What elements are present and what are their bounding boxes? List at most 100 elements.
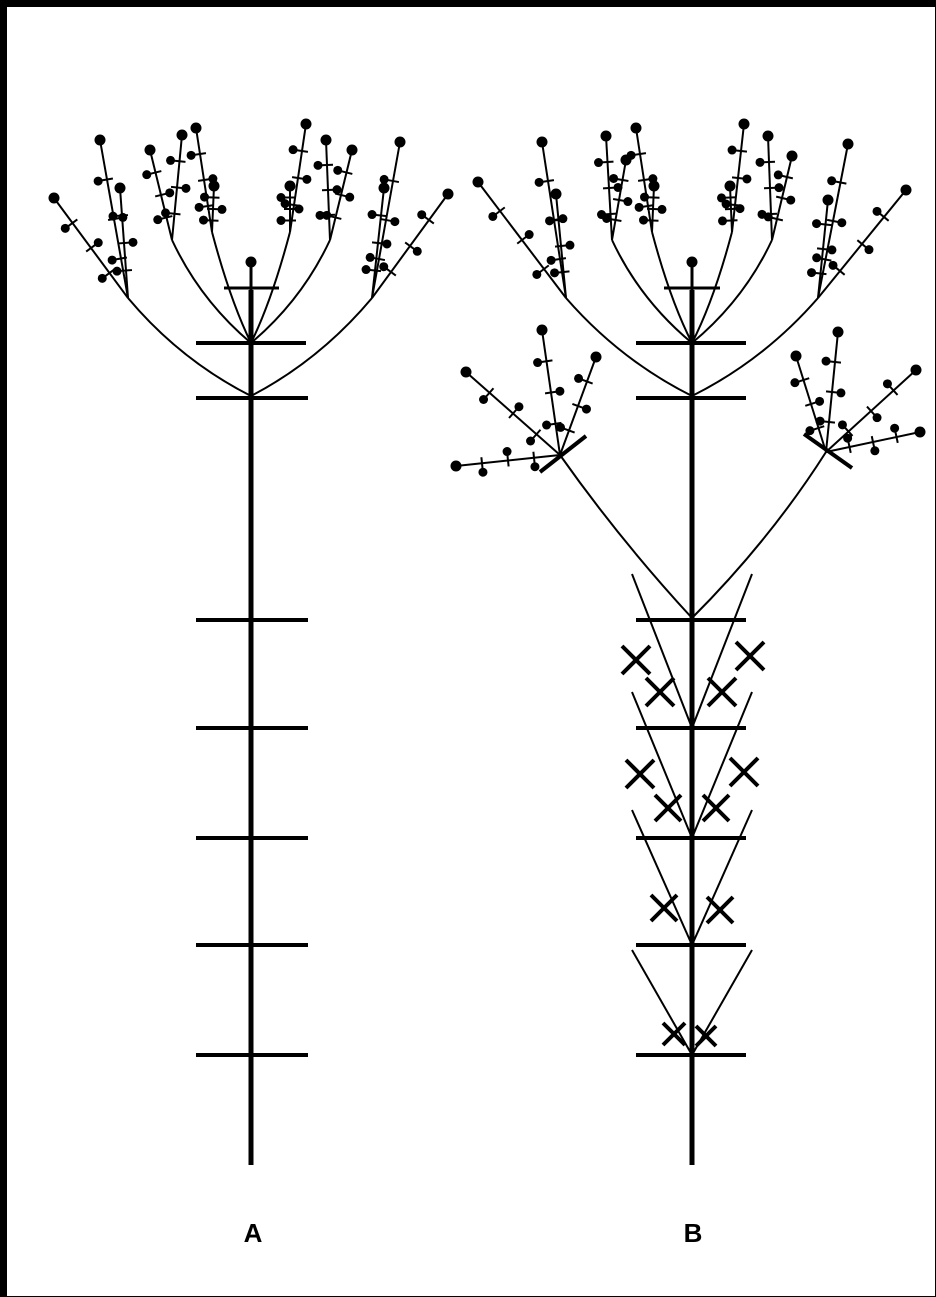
bract-tick (612, 197, 626, 203)
bract-tick (819, 222, 832, 227)
flower-bud (108, 211, 118, 221)
bract-tick (154, 192, 168, 198)
bract-tick (506, 454, 510, 467)
bract-tick (207, 196, 220, 199)
bract-tick (775, 195, 789, 201)
cross-bract (624, 758, 656, 790)
flower-bud (738, 118, 750, 130)
bract-tick (856, 239, 868, 249)
primary-branch (651, 231, 693, 344)
primary-branch (171, 239, 252, 344)
flower-bud (882, 379, 892, 389)
flower-bud (417, 210, 427, 220)
flower-bud (48, 192, 60, 204)
lateral-branch (559, 454, 693, 619)
flower-bud (727, 145, 737, 155)
flower-bud (412, 246, 422, 256)
flower-bud (194, 202, 204, 212)
bract-stalk (631, 949, 693, 1056)
flower-bud (320, 134, 332, 146)
flower-bud (166, 155, 176, 165)
bract-tick (531, 429, 542, 440)
bract-tick (828, 360, 842, 364)
flower-bud (217, 204, 227, 214)
cross-bract (701, 793, 731, 823)
bract-tick (804, 401, 818, 407)
bract-tick (563, 427, 575, 434)
flower-bud (332, 185, 342, 195)
flower-bud (602, 213, 612, 223)
flower-bud (472, 176, 484, 188)
cross-bract (694, 1024, 718, 1048)
bract-tick (734, 149, 748, 153)
flower-bud (284, 180, 296, 192)
flower-bud (648, 180, 660, 192)
flower-bud (812, 253, 822, 263)
primary-branch (611, 239, 693, 344)
bract-tick (637, 178, 651, 182)
bract-tick (516, 235, 528, 245)
flower-bud (545, 216, 555, 226)
flower-bud (478, 467, 488, 477)
flower-bud (345, 192, 355, 202)
flower-bud (836, 388, 846, 398)
flower-bud (827, 245, 837, 255)
flower-bud (807, 268, 817, 278)
flower-bud (594, 158, 604, 168)
bract-tick (554, 244, 568, 248)
flower-bud (542, 420, 552, 430)
flower-bud (832, 326, 844, 338)
bract-tick (117, 241, 131, 245)
bract-tick (878, 212, 890, 222)
flower-bud (276, 216, 286, 225)
bract-tick (508, 408, 518, 419)
flower-bud (315, 210, 325, 220)
bract-tick (616, 177, 629, 183)
flower-bud (842, 138, 854, 150)
cross-bract (728, 756, 760, 788)
flower-bud (724, 180, 736, 192)
flower-bud (790, 350, 802, 362)
flower-bud (460, 366, 472, 378)
flower-bud (300, 118, 312, 130)
flower-bud (526, 436, 536, 446)
flower-bud (910, 364, 922, 376)
flower-bud (322, 210, 332, 220)
flower-bud (773, 170, 783, 180)
bract-tick (385, 267, 397, 277)
bract-tick (170, 185, 184, 190)
flower-bud (763, 212, 773, 222)
flower-bud (872, 413, 882, 423)
bract-stalk (691, 809, 753, 946)
bract-tick (866, 405, 876, 417)
flower-bud (93, 238, 103, 248)
bract-tick (173, 159, 186, 163)
flower-bud (546, 255, 556, 265)
bract-stalk (691, 691, 753, 839)
branch-bract (538, 434, 588, 474)
flower-bud (390, 217, 400, 227)
flower-bud (640, 192, 650, 202)
flower-bud (128, 237, 138, 247)
bract-tick (372, 256, 386, 262)
primary-branch (565, 297, 693, 397)
flower-bud (479, 394, 489, 404)
bract-tick (119, 269, 133, 272)
flower-bud (97, 273, 107, 283)
primary-branch (211, 231, 252, 344)
bract-stalk (631, 809, 693, 946)
bract-tick (834, 180, 847, 185)
flower-bud (144, 144, 156, 156)
flower-bud (556, 422, 566, 432)
flower-bud (379, 174, 389, 184)
flower-bud (630, 122, 642, 134)
bract-tick (423, 215, 435, 225)
flower-bud (367, 210, 377, 220)
bract-tick (404, 241, 416, 251)
primary-branch (691, 231, 733, 344)
flower-bud (442, 188, 454, 200)
bract-tick (197, 178, 211, 182)
bract-tick (160, 215, 173, 220)
flower-bud (864, 245, 874, 255)
flower-bud (821, 356, 831, 366)
